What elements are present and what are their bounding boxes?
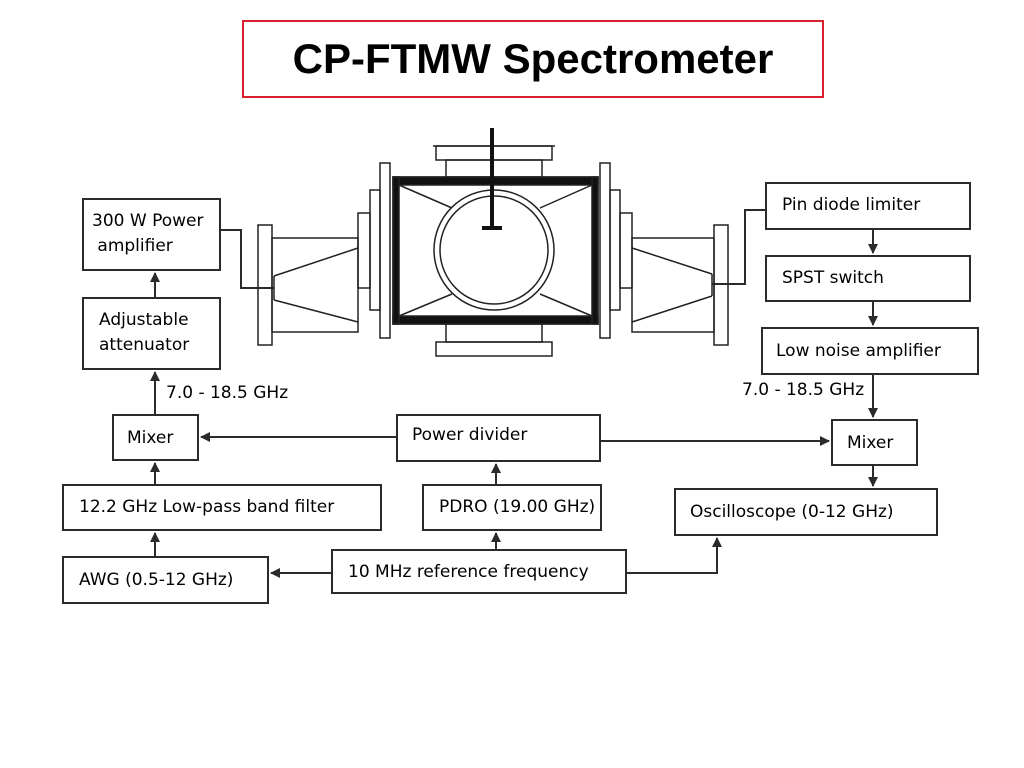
power-divider-label: Power divider [412, 425, 528, 445]
reference-box: 10 MHz reference frequency [331, 549, 627, 594]
power-divider-box: Power divider [396, 414, 601, 462]
vacuum-chamber [357, 128, 633, 357]
power-amplifier-box: 300 W Power amplifier [82, 198, 221, 271]
spst-switch-label: SPST switch [782, 268, 884, 288]
low-noise-amplifier-label: Low noise amplifier [776, 341, 941, 361]
awg-box: AWG (0.5-12 GHz) [62, 556, 269, 604]
horn-antenna-right [631, 224, 729, 346]
title-box: CP-FTMW Spectrometer [242, 20, 824, 98]
mixer-right-label: Mixer [847, 433, 894, 453]
pdro-label: PDRO (19.00 GHz) [439, 497, 596, 517]
low-noise-amplifier-box: Low noise amplifier [761, 327, 979, 375]
page-title: CP-FTMW Spectrometer [292, 35, 774, 82]
attenuator-label: Adjustable attenuator [99, 310, 190, 355]
lowpass-filter-box: 12.2 GHz Low-pass band filter [62, 484, 382, 531]
oscilloscope-label: Oscilloscope (0-12 GHz) [690, 502, 894, 522]
horn-antenna-left [257, 224, 359, 346]
oscilloscope-box: Oscilloscope (0-12 GHz) [674, 488, 938, 536]
mixer-right-box: Mixer [831, 419, 918, 466]
mixer-left-label: Mixer [127, 428, 174, 448]
pin-diode-limiter-box: Pin diode limiter [765, 182, 971, 230]
frequency-label-right: 7.0 - 18.5 GHz [742, 380, 865, 400]
feed-line-right [712, 209, 765, 285]
awg-label: AWG (0.5-12 GHz) [79, 570, 234, 590]
arrow-reference-to-oscilloscope [627, 537, 722, 574]
attenuator-box: Adjustable attenuator [82, 297, 221, 370]
spst-switch-box: SPST switch [765, 255, 971, 302]
pin-diode-limiter-label: Pin diode limiter [782, 195, 921, 215]
power-amplifier-label: 300 W Power amplifier [92, 211, 204, 256]
mixer-left-box: Mixer [112, 414, 199, 461]
frequency-label-left: 7.0 - 18.5 GHz [166, 383, 289, 403]
feed-line-left [221, 229, 274, 289]
pdro-box: PDRO (19.00 GHz) [422, 484, 602, 531]
lowpass-filter-label: 12.2 GHz Low-pass band filter [79, 497, 335, 517]
reference-label: 10 MHz reference frequency [348, 562, 589, 582]
